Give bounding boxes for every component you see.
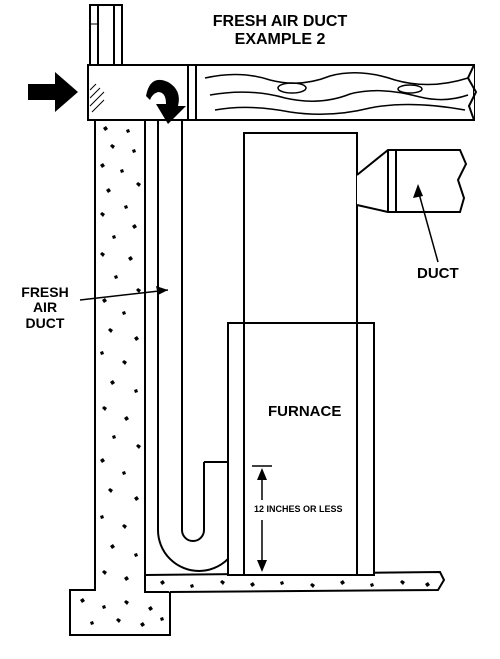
curved-down-arrow-icon xyxy=(146,79,186,124)
diagram-title-line-2: EXAMPLE 2 xyxy=(234,31,326,48)
fresh-air-duct-arrowhead xyxy=(156,286,168,295)
air-intake-arrow-icon xyxy=(28,72,78,112)
fresh-air-duct-label: FRESH AIR DUCT xyxy=(15,284,75,331)
clearance-label: 12 INCHES OR LESS xyxy=(253,504,344,515)
furnace-upper-section xyxy=(243,132,358,324)
furnace-label: FURNACE xyxy=(268,403,342,420)
sill-plate xyxy=(89,83,105,113)
furnace-base xyxy=(227,322,375,576)
foundation-wall xyxy=(69,119,171,636)
diagram-title-line-1: FRESH AIR DUCT xyxy=(212,13,348,30)
wall-stud xyxy=(89,4,123,66)
duct-arrowhead xyxy=(413,184,423,198)
fresh-air-duct-label-line-1: FRESH xyxy=(21,284,69,300)
floor-joist xyxy=(87,64,478,121)
fresh-air-duct-label-line-3: DUCT xyxy=(25,314,65,331)
fresh-air-duct-label-line-2: AIR xyxy=(32,299,58,316)
concrete-aggregate xyxy=(80,126,430,627)
duct-pointer xyxy=(417,189,439,263)
clearance-dimension xyxy=(252,465,272,572)
supply-duct-label: DUCT xyxy=(417,265,459,282)
fresh-air-duct-pointer xyxy=(79,289,169,301)
supply-duct xyxy=(356,149,468,213)
